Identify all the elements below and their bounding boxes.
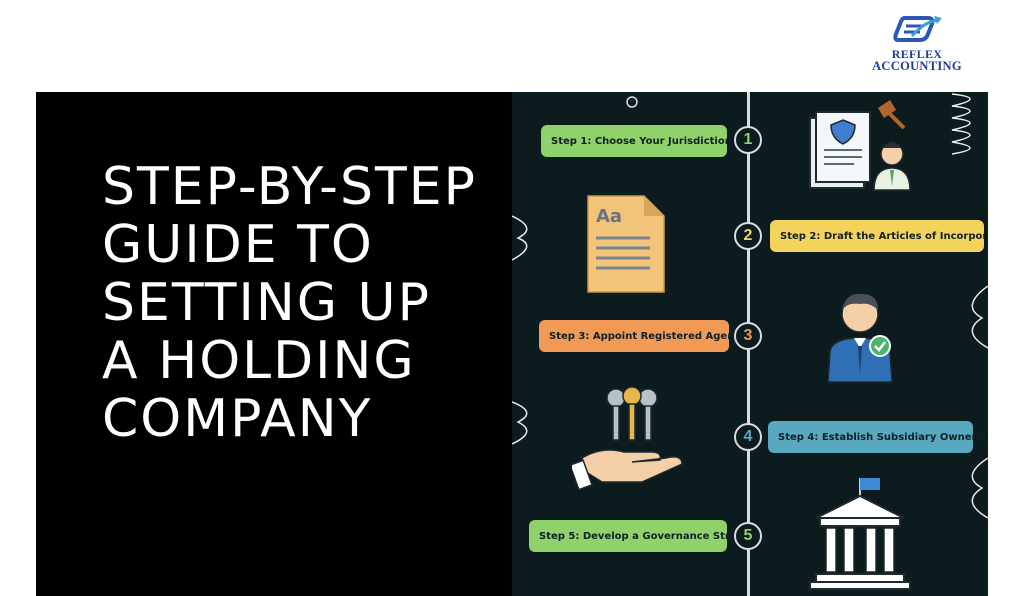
businessman-check-icon xyxy=(827,293,893,383)
step-1-label: Step 1: Choose Your Jurisdiction xyxy=(541,125,732,157)
step-4-number: 4 xyxy=(734,423,762,451)
decorative-scribbles xyxy=(512,93,988,519)
government-building-icon xyxy=(809,478,911,590)
brand-logo: REFLEX ACCOUNTING xyxy=(862,12,972,78)
step-5-label: Step 5: Develop a Governance Structure xyxy=(529,520,766,552)
step-3-label: Step 3: Appoint Registered Agents xyxy=(539,320,745,352)
logo-line-2: ACCOUNTING xyxy=(872,59,962,73)
step-5-number: 5 xyxy=(734,522,762,550)
hero-banner: STEP-BY-STEP GUIDE TO SETTING UP A HOLDI… xyxy=(36,92,988,596)
text-document-icon: Aa xyxy=(587,195,665,293)
step-2-label: Step 2: Draft the Articles of Incorporat… xyxy=(770,220,988,252)
step-4-label: Step 4: Establish Subsidiary Ownership xyxy=(768,421,988,453)
page-title: STEP-BY-STEP GUIDE TO SETTING UP A HOLDI… xyxy=(102,157,477,449)
logo-mark-icon xyxy=(893,16,942,42)
steps-infographic: Step 1: Choose Your Jurisdiction 1 Step … xyxy=(512,92,988,596)
step-2-number: 2 xyxy=(734,222,762,250)
document-shield-icon xyxy=(809,100,911,191)
keys-hand-icon xyxy=(572,386,683,491)
svg-text:Aa: Aa xyxy=(596,206,622,227)
step-1-number: 1 xyxy=(734,126,762,154)
logo-line-1: REFLEX xyxy=(891,47,943,61)
step-3-number: 3 xyxy=(734,322,762,350)
